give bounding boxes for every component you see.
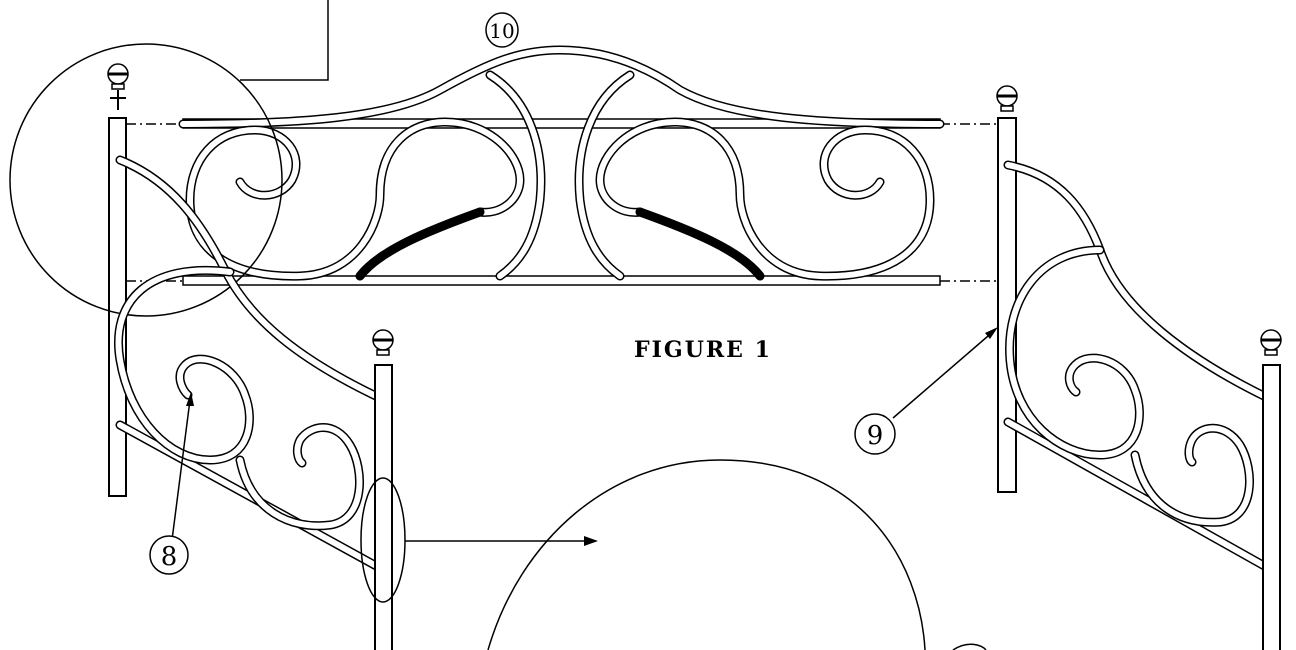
headboard-panel — [178, 45, 945, 286]
detail-ellipse-small — [360, 477, 406, 603]
finial-icon — [371, 328, 395, 357]
figure-title: FIGURE 1 — [634, 337, 772, 363]
callout-9-label: 9 — [867, 421, 884, 451]
right-foot-post — [1259, 328, 1283, 650]
right-headboard-post — [995, 84, 1019, 493]
right-side-rail — [1003, 160, 1273, 573]
callout-10: 10 — [485, 12, 519, 48]
finial-icon — [995, 84, 1019, 113]
detail-ellipse-large — [487, 459, 926, 650]
detail-circle-top — [9, 43, 283, 317]
finial-icon — [1259, 328, 1283, 357]
finial-icon — [106, 62, 130, 91]
left-side-rail — [114, 155, 385, 573]
arrow-head-icon — [584, 536, 598, 546]
detail-leader-line — [240, 0, 329, 81]
callout-10-label: 10 — [489, 19, 514, 43]
callout-8: 8 — [149, 392, 194, 575]
callout-9: 9 — [854, 327, 998, 455]
left-foot-post — [371, 328, 395, 650]
callout-8-label: 8 — [161, 542, 178, 572]
